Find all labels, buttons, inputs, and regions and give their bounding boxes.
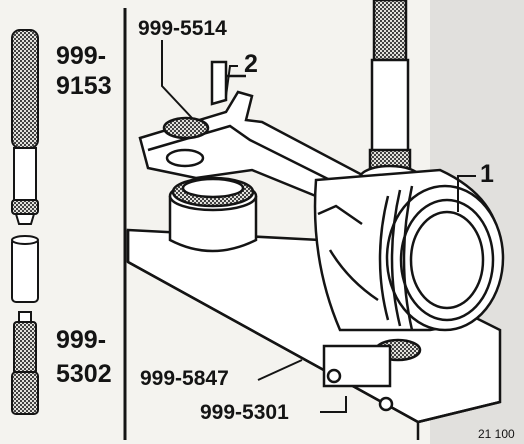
label-tool-9153-line2: 9153 [56, 72, 112, 100]
piston-drum [313, 168, 505, 362]
threaded-pin-5302 [11, 311, 39, 415]
label-tool-5301: 999-5301 [200, 401, 289, 424]
press-tool-vertical [358, 0, 422, 192]
label-tool-5302-line2: 5302 [56, 360, 112, 388]
connecting-rod [138, 60, 370, 216]
guide-block-5301 [322, 344, 394, 412]
callout-2: 2 [244, 50, 258, 78]
bushing-part [11, 237, 39, 303]
label-tool-5514: 999-5514 [138, 17, 227, 40]
leader-lines [161, 40, 476, 413]
label-tool-9153-line1: 999- [56, 42, 107, 70]
label-tool-5847: 999-5847 [140, 367, 229, 390]
support-cup [168, 176, 258, 253]
drift-tool-9153 [11, 29, 39, 225]
label-tool-5302-line1: 999- [56, 326, 107, 354]
callout-1: 1 [480, 160, 494, 188]
figure-number: 21 100 [478, 427, 515, 441]
